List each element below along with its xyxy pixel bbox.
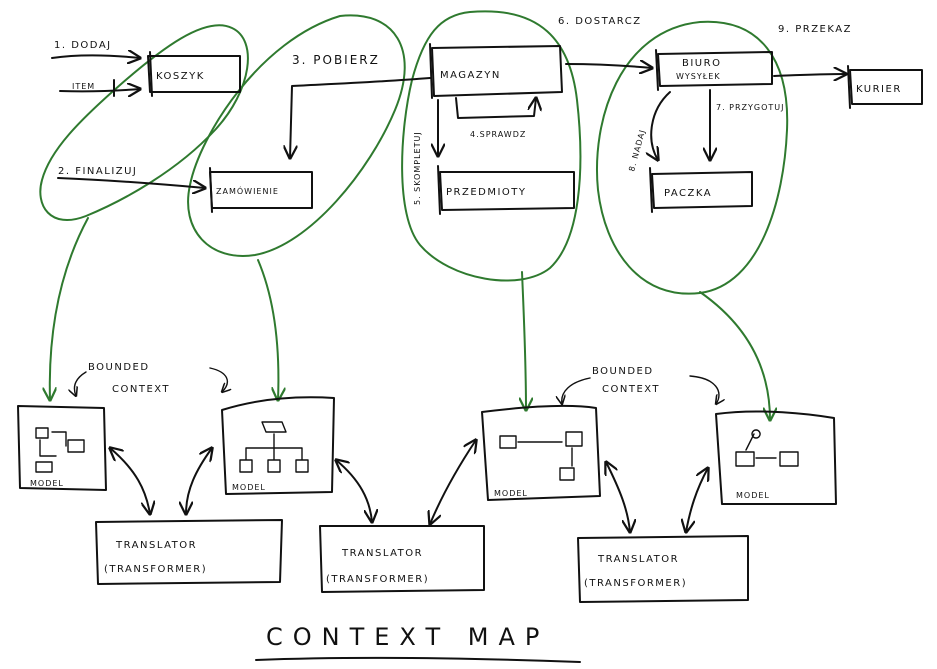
biuro-label-line2: WYSYŁEK [676, 72, 721, 81]
arrow-item-to-koszyk [59, 89, 140, 91]
kurier-label: KURIER [856, 84, 902, 95]
arrow-model3-translator3 [606, 462, 630, 532]
arrow-model1-translator1 [110, 448, 150, 514]
model-box-2: MODEL [221, 396, 335, 495]
bounded-context-label-left: BOUNDED CONTEXT [74, 362, 227, 396]
biuro-label-line1: BIURO [682, 58, 721, 69]
arrow-pobierz [290, 77, 431, 158]
koszyk-box: KOSZYK [147, 51, 241, 97]
model-4-component-icon [735, 429, 799, 467]
bounded-context-label-right-line1: BOUNDED [592, 366, 654, 377]
arrow-context-to-model-3 [522, 271, 526, 410]
bounded-context-label-right-line2: CONTEXT [602, 384, 660, 395]
bounded-context-arrow-right-1 [562, 377, 591, 404]
step-nadaj-label: 8. NADAJ [627, 128, 647, 172]
arrow-dodaj [51, 55, 140, 58]
arrow-sprawdz-loop [455, 98, 536, 119]
bounded-context-boundary-magazyn [401, 10, 582, 282]
zamowienie-box: ZAMÓWIENIE [209, 167, 313, 213]
translator-box-1: TRANSLATOR (TRANSFORMER) [95, 519, 283, 585]
model-2-hierarchy-icon [239, 421, 309, 473]
biuro-wysylek-box: BIURO WYSYŁEK [655, 49, 773, 91]
model-3-label: MODEL [494, 489, 528, 498]
model-box-4: MODEL [715, 410, 837, 505]
translator-3-line1: TRANSLATOR [597, 554, 679, 565]
arrow-nadaj [651, 91, 671, 160]
translator-1-line2: (TRANSFORMER) [104, 564, 207, 575]
step-przygotuj-label: 7. PRZYGOTUJ [716, 103, 785, 112]
step-skompletuj-label: 5. SKOMPLETUJ [413, 131, 422, 205]
arrow-przekaz [773, 74, 846, 76]
model-box-3: MODEL [481, 404, 601, 501]
bounded-context-arrow-left-2 [209, 367, 227, 392]
bounded-context-arrow-left-1 [74, 371, 87, 396]
paczka-label: PACZKA [664, 188, 712, 199]
translator-2-line1: TRANSLATOR [341, 548, 423, 559]
step-pobierz-label: 3. POBIERZ [292, 53, 380, 67]
diagram-title: CONTEXT MAP [266, 623, 549, 651]
zamowienie-label: ZAMÓWIENIE [216, 185, 279, 196]
model-box-1: MODEL [17, 405, 107, 491]
koszyk-label: KOSZYK [156, 71, 205, 82]
arrow-context-to-model-1 [50, 217, 89, 400]
arrow-model2-translator1 [186, 448, 212, 514]
title-underline [255, 656, 581, 663]
arrow-model2-translator2 [336, 460, 372, 522]
translator-3-line2: (TRANSFORMER) [584, 578, 687, 589]
model-2-label: MODEL [232, 483, 266, 492]
step-dodaj-label: 1. DODAJ [54, 40, 112, 51]
item-label: ITEM [72, 82, 95, 91]
bounded-context-arrow-right-2 [689, 375, 719, 404]
translator-2-line2: (TRANSFORMER) [326, 574, 429, 585]
bounded-context-boundary-zamowienie [187, 14, 406, 257]
paczka-box: PACZKA [649, 167, 753, 213]
arrow-context-to-model-4 [699, 291, 770, 420]
translator-box-3: TRANSLATOR (TRANSFORMER) [577, 535, 749, 603]
arrow-finalizuj [57, 177, 205, 188]
step-sprawdz-label: 4.SPRAWDZ [470, 130, 526, 139]
arrow-model4-translator3 [686, 468, 708, 532]
kurier-box: KURIER [847, 65, 923, 109]
step-przekaz-label: 9. PRZEKAZ [778, 24, 852, 35]
step-finalizuj-label: 2. FINALIZUJ [58, 166, 137, 177]
bounded-context-label-left-line2: CONTEXT [112, 384, 170, 395]
bounded-context-label-left-line1: BOUNDED [88, 362, 150, 373]
translator-box-2: TRANSLATOR (TRANSFORMER) [319, 525, 485, 593]
arrow-context-to-model-2 [257, 259, 278, 400]
step-dostarcz-label: 6. DOSTARCZ [558, 16, 642, 27]
arrow-dostarcz [565, 64, 652, 68]
translator-1-line1: TRANSLATOR [115, 540, 197, 551]
model-1-diagram-icon [35, 427, 85, 473]
magazyn-label: MAGAZYN [440, 70, 501, 81]
bounded-context-boundary-koszyk [39, 24, 249, 222]
bounded-context-label-right: BOUNDED CONTEXT [562, 366, 719, 404]
magazyn-box: MAGAZYN [429, 43, 563, 99]
przedmioty-label: PRZEDMIOTY [446, 187, 527, 198]
przedmioty-box: PRZEDMIOTY [437, 165, 575, 215]
model-4-label: MODEL [736, 491, 770, 500]
model-1-label: MODEL [30, 479, 64, 488]
model-3-flow-icon [499, 431, 583, 481]
arrow-model3-translator2 [430, 440, 476, 524]
